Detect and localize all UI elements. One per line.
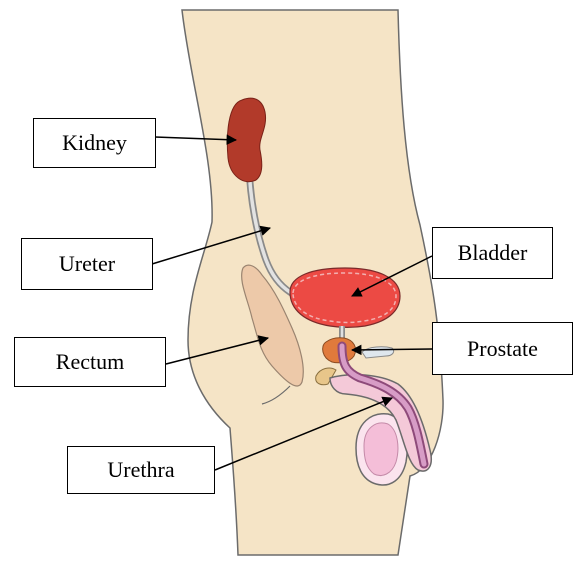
prostate-label: Prostate (432, 322, 573, 375)
ureter-label: Ureter (21, 238, 153, 290)
urethra-label: Urethra (67, 446, 215, 494)
bladder-shape (290, 268, 400, 328)
bladder-label: Bladder (432, 227, 553, 279)
kidney-label: Kidney (33, 118, 156, 168)
rectum-label: Rectum (14, 337, 166, 387)
prostate-leader (352, 349, 432, 350)
